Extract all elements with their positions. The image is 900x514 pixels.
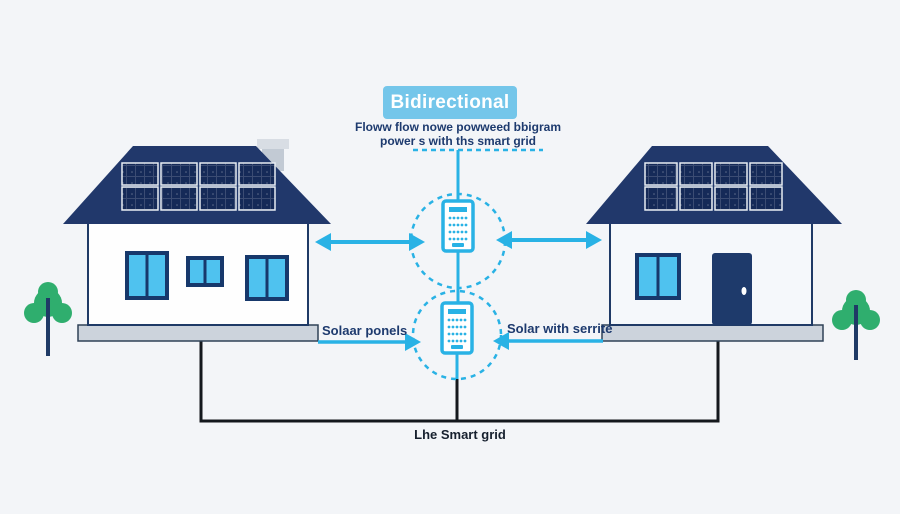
right-tree-icon [832, 290, 880, 360]
flow-arrow-right-icon [493, 332, 603, 350]
left-tree-icon [24, 282, 72, 356]
label-smart-grid: Lhe Smart grid [414, 427, 506, 442]
house-base [77, 324, 319, 342]
window [635, 253, 681, 300]
flow-arrow-left-icon [318, 333, 421, 351]
label-solar-panels-left: Solaar ponels [322, 323, 408, 338]
subtitle-line-1: Floww flow nowe powweed bbigram [354, 120, 561, 134]
smart-grid-lines [199, 341, 720, 423]
smart-meter-icon [441, 199, 475, 253]
diagram-subtitle: Floww flow nowe powweed bbigram power s … [330, 120, 586, 148]
bidirectional-arrow-left-icon [315, 233, 425, 251]
house-base [601, 324, 824, 342]
diagram-title: Bidirectional [390, 91, 510, 113]
smart-meter-icon [440, 301, 474, 355]
solar-panel-array [644, 162, 783, 211]
subtitle-line-2: power s with ths smart grid [379, 134, 537, 148]
bottom-node-circle [411, 289, 503, 381]
solar-panel-array [121, 162, 276, 211]
left-house [63, 139, 331, 342]
windows [125, 251, 289, 301]
bidirectional-arrow-right-icon [496, 231, 602, 249]
label-solar-right: Solar with serrite [507, 321, 613, 336]
flow-network [409, 148, 543, 381]
title-badge: Bidirectional [383, 86, 517, 119]
right-house [586, 146, 842, 342]
roof [586, 146, 842, 224]
door [712, 253, 752, 325]
